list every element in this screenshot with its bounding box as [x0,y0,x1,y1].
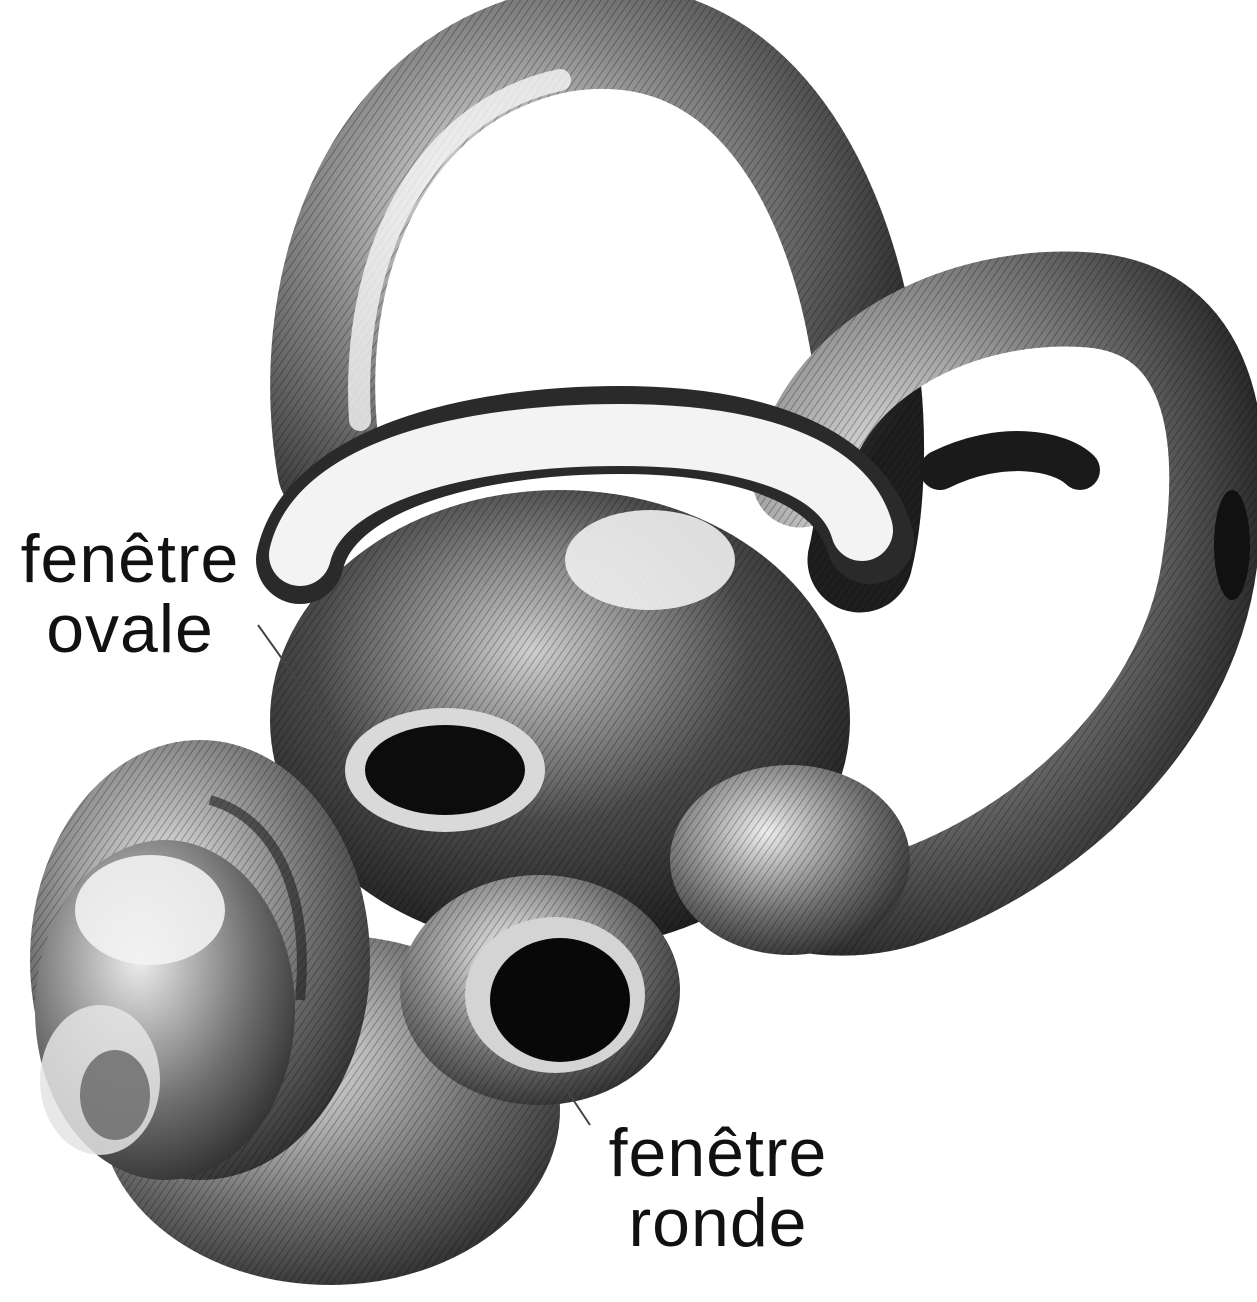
round-window-label-line1: fenêtre [602,1118,834,1188]
round-window [400,875,680,1105]
oval-window-label-line2: ovale [18,594,242,664]
oval-window-label: fenêtre ovale [14,524,246,664]
round-window-label-line2: ronde [602,1188,834,1258]
oval-window [345,708,545,832]
round-window-label: fenêtre ronde [598,1118,838,1258]
oval-window-label-line1: fenêtre [18,524,242,594]
ampulla [670,765,910,955]
